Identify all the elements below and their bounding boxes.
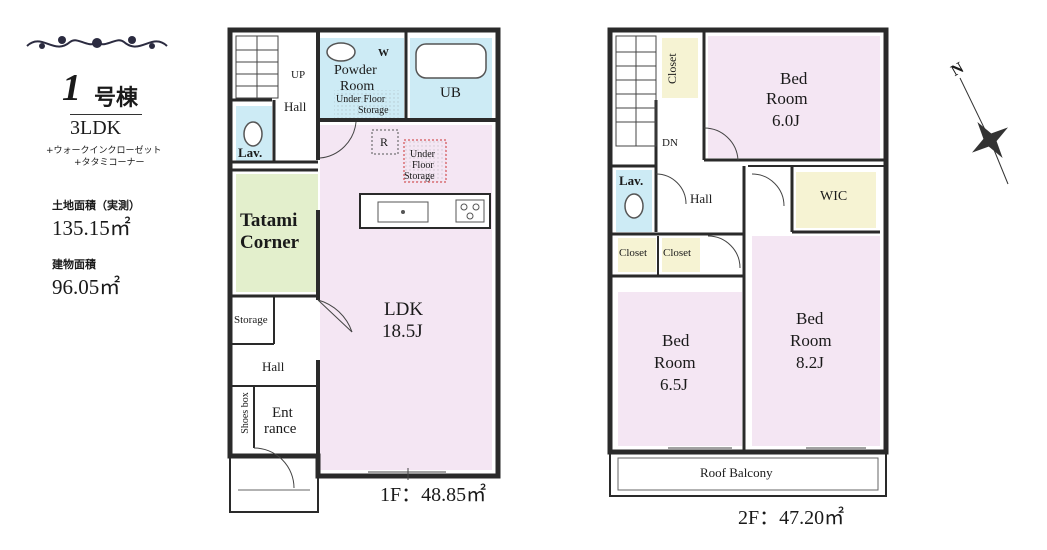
compass-icon [959, 77, 1009, 185]
bed-6-5-fill [618, 292, 742, 446]
bed-6-fill [708, 36, 880, 158]
toilet-1f [243, 121, 263, 147]
closet-b-fill [662, 238, 700, 272]
bathtub [415, 43, 487, 79]
closet-a-fill [618, 238, 656, 272]
stairs-1f [235, 35, 279, 99]
land-area-value: 135.15㎡ [52, 216, 131, 240]
building-area-value: 96.05㎡ [52, 275, 121, 299]
cooktop [455, 199, 485, 223]
toilet-2f [624, 193, 644, 219]
building-suffix: 号棟 [94, 86, 139, 111]
porch [229, 456, 319, 513]
stairs-2f [615, 35, 657, 147]
floor-1-plan [227, 27, 501, 513]
roof-balcony-outline [609, 451, 887, 497]
basin [326, 42, 356, 62]
note-tatami-corner: +タタミコーナー [74, 158, 145, 168]
ornament-decoration [26, 36, 168, 49]
closet-top-fill [662, 38, 698, 98]
building-area-label: 建物面積 [52, 258, 96, 271]
property-info-panel: 1 号棟 3LDK +ウォークインクローゼット +タタミコーナー 土地面積（実測… [0, 0, 200, 550]
wic-fill [796, 172, 876, 228]
tatami-fill [236, 174, 318, 292]
sink [377, 201, 429, 223]
building-number: 1 [62, 67, 81, 109]
divider [70, 114, 142, 115]
kitchen-counter [359, 193, 491, 229]
note-walk-in-closet: +ウォークインクローゼット [46, 146, 162, 156]
layout-type: 3LDK [70, 117, 122, 139]
bed-8-fill [752, 236, 880, 446]
floor-2-plan [607, 27, 889, 497]
land-area-label: 土地面積（実測） [52, 199, 140, 212]
